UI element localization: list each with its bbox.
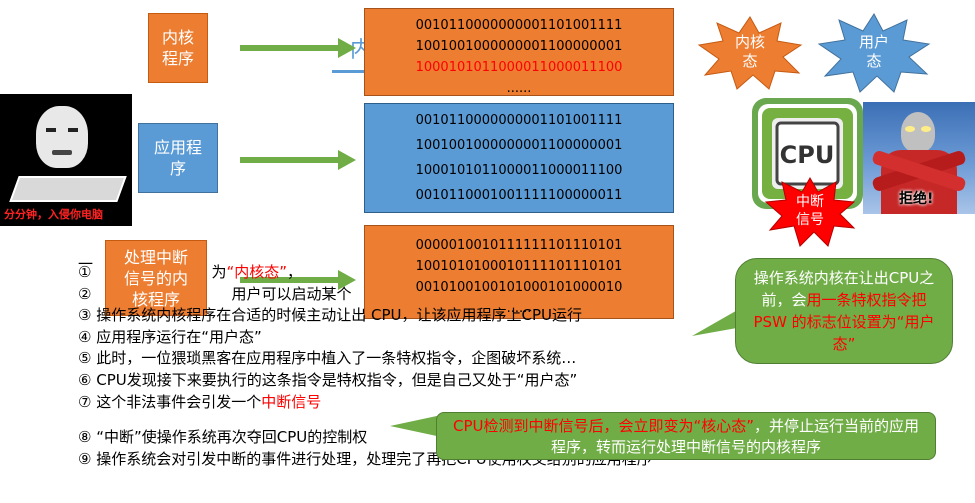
kernel-arrow (240, 38, 356, 58)
code-line: 0010100100101000101000010 (415, 280, 623, 295)
code-line-ellipsis: ...... (506, 301, 532, 316)
step-1-number: ① (78, 263, 92, 281)
step-2-text: 用户可以启动某个 (231, 284, 352, 303)
step-5: ⑤ 此时，一位猥琐黑客在应用程序中植入了一条特权指令，企图破坏系统… (78, 349, 577, 368)
kernel-program-label: 内核 程序 (161, 28, 194, 68)
bottom-callout-red-1: CPU检测到中断信号后，会立即 (452, 417, 664, 435)
code-line-privileged: 1000101011000011000011100 (415, 60, 623, 75)
step-1-tail: ， (287, 263, 303, 281)
step-7-red: 中断信号 (261, 392, 322, 411)
code-line: 1001001000000001100000001 (415, 138, 623, 153)
interrupt-signal-starburst (764, 176, 856, 247)
step-list: 一 ① 为“内核态”， ② 用户可以启动某个 ③ 操作系统内核程序在合适的时候主动让… (78, 255, 652, 470)
step-6: ⑥ CPU发现接下来要执行的这条指令是特权指令，但是自己又处于“用户态” (78, 370, 578, 389)
step-2-number: ② (78, 284, 92, 303)
bottom-callout-red-2: 变为“核心态” (663, 417, 755, 435)
interrupt-handler-label: 处理中断 信号的内 核程序 (123, 247, 188, 309)
meme-laptop (9, 176, 127, 202)
code-line-ellipsis: ...... (506, 81, 532, 96)
step-7-text: ⑦ 这个非法事件会引发一个 (78, 392, 262, 411)
step-3: ③ 操作系统内核程序在合适的时候主动让出 CPU，让该应用程序上CPU运行 (78, 306, 582, 325)
code-line: 1001010100010111101110101 (415, 259, 623, 274)
title-underline (332, 70, 372, 73)
kernel-state-label: 内核 态 (734, 33, 765, 70)
right-callout-red-text: 用一条特权指令把 PSW 的标志位设置为“用户态” (753, 291, 935, 353)
bottom-callout: CPU检测到中断信号后，会立即变为“核心态”，并停止运行当前的应用程序，转而运行… (436, 412, 936, 460)
step-heading-text: 一 (78, 255, 94, 273)
meme-caption: 分分钟，入侵你电脑 (4, 208, 103, 221)
refuse-caption: 拒绝! (899, 191, 934, 207)
code-line: 0010110001001111100000011 (415, 188, 623, 203)
step-8: ⑧ “中断”使操作系统再次夺回CPU的控制权 (78, 428, 368, 447)
hero-eye-right (921, 126, 931, 132)
refusing-hero-image: 拒绝! (863, 102, 975, 214)
right-callout-text: 操作系统内核在让出CPU之前，会 (753, 269, 935, 309)
step-1-red: “内核态” (226, 263, 288, 281)
cpu-chip-label: CPU (780, 141, 835, 169)
kernel-state-starburst (697, 16, 803, 90)
app-arrow (240, 150, 356, 170)
hero-head (901, 112, 935, 152)
code-line: 0010110000000001101001111 (415, 113, 623, 128)
right-callout: 操作系统内核在让出CPU之前，会用一条特权指令把 PSW 的标志位设置为“用户态… (735, 258, 953, 364)
kernel-code-box: 0010110000000001101001111 10010010000000… (364, 8, 674, 96)
step-4: ④ 应用程序运行在“用户态” (78, 327, 262, 346)
step-1-mid: 为 (211, 263, 227, 281)
user-state-label: 用户 态 (858, 33, 889, 70)
meme-eye-right (68, 128, 78, 132)
bottom-callout-pointer (390, 414, 446, 438)
hacker-meme-image: 分分钟，入侵你电脑 (0, 94, 132, 226)
code-line: 1001001000000001100000001 (415, 39, 623, 54)
code-line: 0000010010111111101110101 (415, 238, 623, 253)
hero-eye-left (905, 126, 915, 132)
interrupt-signal-label: 中断 信号 (796, 194, 824, 228)
meme-mouth (52, 150, 72, 155)
code-line: 0010110000000001101001111 (415, 18, 623, 33)
cpu-chip-icon: CPU (752, 98, 863, 209)
step-7: ⑦ 这个非法事件会引发一个中断信号 (78, 392, 652, 414)
user-state-starburst (817, 13, 931, 93)
interrupt-handler-scroll: 处理中断 信号的内 核程序 (105, 240, 207, 316)
code-line: 1000101011000011000011100 (415, 163, 623, 178)
meme-face (36, 106, 88, 168)
meme-eye-left (46, 128, 56, 132)
bottom-callout-text: ，并停止运行当前的应用程序，转而运行处理中断信号的内核程序 (550, 417, 920, 456)
app-program-scroll: 应用程序 (138, 123, 218, 193)
right-callout-pointer (692, 304, 748, 336)
app-code-box: 0010110000000001101001111 10010010000000… (364, 103, 674, 213)
step-1: ① 为“内核态”， (78, 262, 652, 284)
kernel-program-scroll: 内核 程序 (148, 13, 208, 83)
interrupt-arrow (240, 270, 356, 290)
interrupt-code-box: 0000010010111111101110101 10010101000101… (364, 225, 674, 319)
app-program-label: 应用程序 (153, 138, 202, 178)
step-2: ② 用户可以启动某个 (78, 284, 652, 306)
